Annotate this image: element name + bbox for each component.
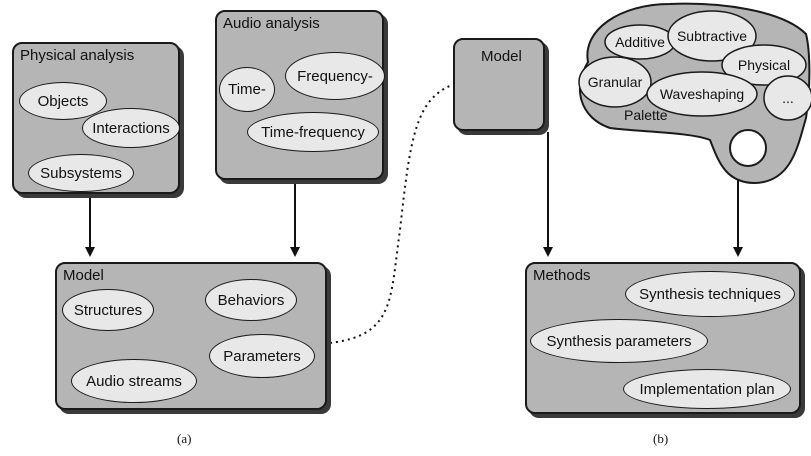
waveshaping-label: Waveshaping — [660, 86, 744, 102]
palette: Additive Subtractive Granular Physical W… — [578, 2, 811, 185]
ellipsis-label: ... — [782, 90, 794, 106]
physical-analysis-title: Physical analysis — [20, 47, 135, 64]
audio-analysis-box: Audio analysis Time- Frequency- Time-fre… — [215, 10, 385, 180]
model-a-title: Model — [63, 267, 104, 284]
subtractive-pill-shape — [667, 10, 757, 62]
synthesis-parameters-pill: Synthesis parameters — [530, 319, 708, 363]
caption-b: (b) — [653, 431, 669, 446]
structures-pill: Structures — [62, 289, 154, 331]
subsystems-pill: Subsystems — [28, 154, 134, 192]
dotted-link-model-a-to-b — [329, 84, 453, 344]
waveshaping-pill-shape — [646, 71, 758, 117]
objects-pill: Objects — [19, 82, 107, 120]
palette-label: Palette — [624, 107, 668, 123]
model-b-title: Model — [481, 48, 522, 65]
behaviors-pill: Behaviors — [205, 279, 297, 321]
time-pill: Time- — [219, 67, 275, 112]
palette-thumb-hole — [729, 129, 767, 167]
additive-label: Additive — [615, 34, 665, 50]
model-box-a: Model Structures Behaviors Parameters Au… — [55, 262, 327, 410]
methods-box: Methods Synthesis techniques Synthesis p… — [525, 262, 801, 414]
audio-analysis-title: Audio analysis — [223, 15, 320, 32]
physical-analysis-box: Physical analysis Objects Interactions S… — [12, 42, 180, 194]
parameters-pill: Parameters — [209, 334, 315, 378]
granular-label: Granular — [588, 74, 643, 90]
frequency-pill: Frequency- — [285, 52, 385, 100]
methods-title: Methods — [533, 267, 591, 284]
implementation-plan-pill: Implementation plan — [623, 369, 791, 409]
interactions-pill: Interactions — [82, 108, 180, 148]
caption-a: (a) — [177, 431, 192, 446]
subtractive-label: Subtractive — [677, 28, 747, 44]
physical-label: Physical — [738, 57, 790, 73]
model-box-b: Model — [453, 38, 545, 131]
granular-pill-shape — [578, 56, 652, 108]
ellipsis-pill-shape — [763, 75, 811, 121]
synthesis-techniques-pill: Synthesis techniques — [625, 271, 795, 317]
time-frequency-pill: Time-frequency — [247, 112, 379, 152]
physical-pill-shape — [721, 44, 807, 86]
audio-streams-pill: Audio streams — [71, 359, 197, 403]
